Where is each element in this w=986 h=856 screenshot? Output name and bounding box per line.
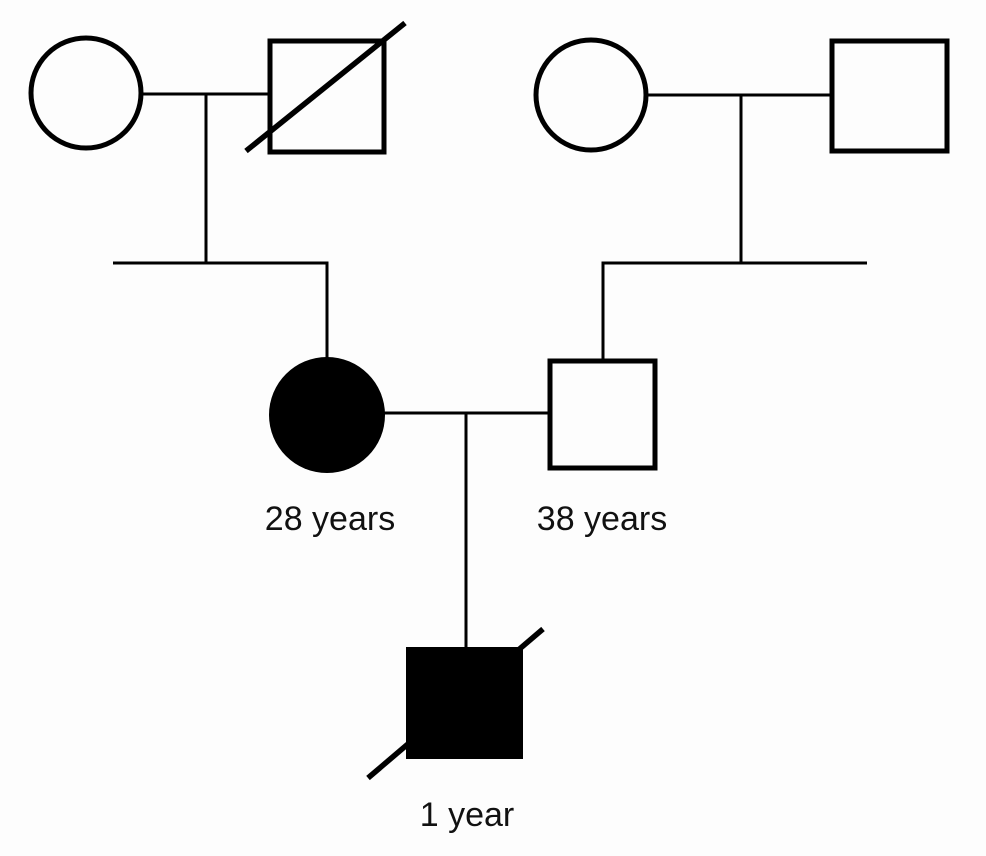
- grandfather-right-square: [829, 38, 950, 154]
- generation-2: 28 years 38 years: [265, 357, 667, 538]
- mother-age-label: 28 years: [265, 500, 395, 538]
- generation-3: 1 year: [366, 626, 545, 834]
- deceased-slash-grandfather-left: [244, 20, 407, 154]
- grandmother-right-circle: [533, 37, 649, 153]
- grandmother-left-circle: [28, 35, 144, 151]
- relationship-lines: [113, 92, 867, 648]
- mother-affected-circle: [269, 357, 385, 473]
- father-square: [547, 358, 658, 471]
- grandfather-left-square: [267, 38, 387, 155]
- generation-1: [28, 20, 950, 155]
- father-age-label: 38 years: [537, 500, 667, 538]
- child-age-label: 1 year: [420, 796, 515, 834]
- deceased-slash-child: [366, 626, 545, 781]
